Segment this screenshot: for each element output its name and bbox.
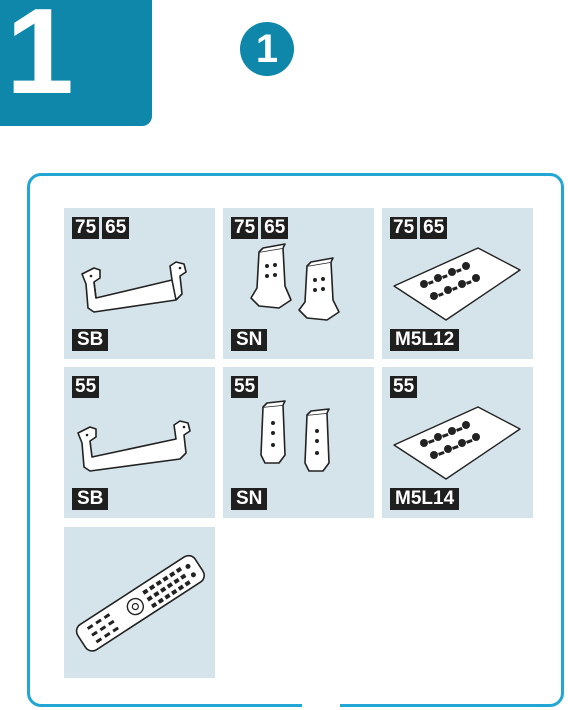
part-code: SB	[72, 329, 108, 351]
remote-control-icon	[64, 527, 215, 678]
part-code: SN	[231, 329, 267, 351]
part-cell-sb-55: 55 SB	[64, 367, 215, 518]
frame-gap	[302, 690, 340, 710]
part-cell-remote	[64, 527, 215, 678]
step-tab: 1	[0, 0, 152, 126]
part-cell-m5l12: 75 65 M5L12	[382, 208, 533, 359]
part-cell-sb-75-65: 75 65 SB	[64, 208, 215, 359]
part-code: SN	[231, 488, 267, 510]
part-code: M5L14	[390, 488, 459, 510]
part-code: M5L12	[390, 329, 459, 351]
step-number: 1	[6, 0, 74, 112]
part-cell-sn-75-65: 75 65 SN	[223, 208, 374, 359]
part-code: SB	[72, 488, 108, 510]
part-cell-sn-55: 55 SN	[223, 367, 374, 518]
sub-step-badge: 1	[240, 22, 294, 76]
sub-step-number: 1	[256, 29, 278, 69]
part-cell-m5l14: 55 M5L14	[382, 367, 533, 518]
